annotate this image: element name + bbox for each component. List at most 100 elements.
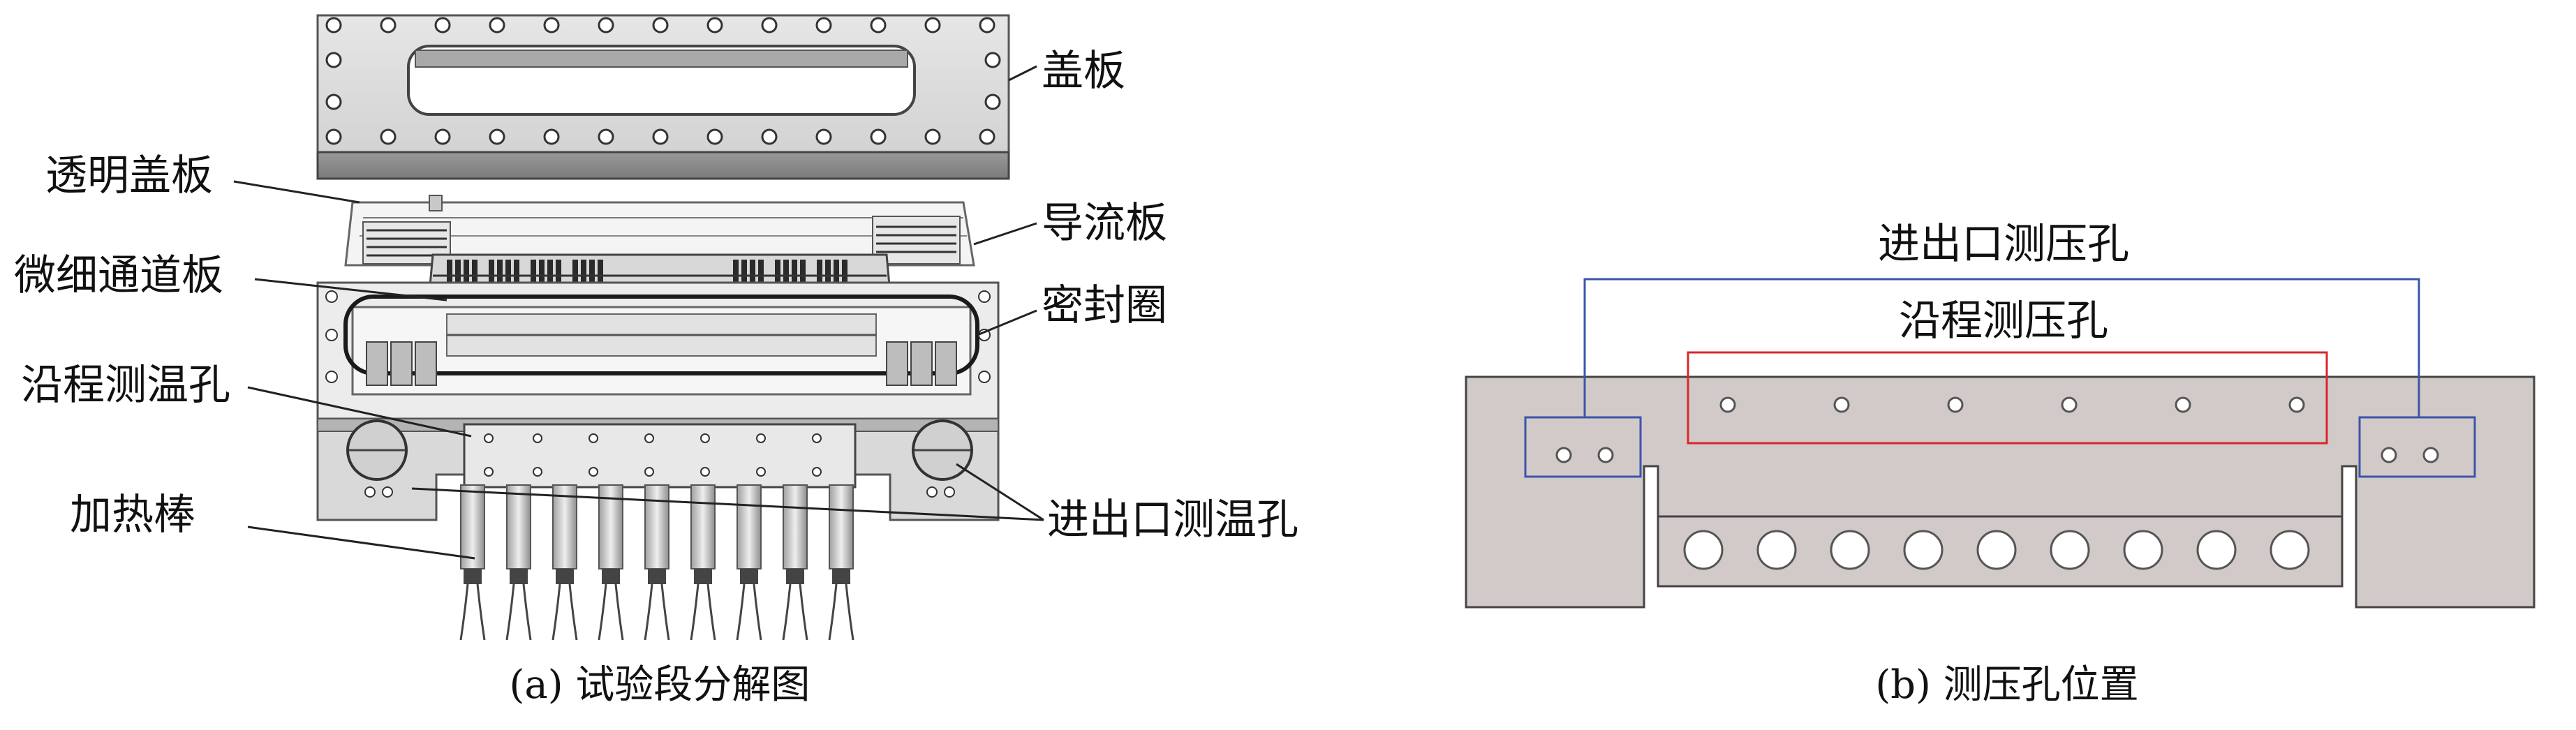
panel-a-drawing: 盖板 透明盖板 导流板 微细通道板 密封圈 沿程测温孔 加热棒 进出口测温孔 (… [14, 14, 1298, 708]
bolt-hole [924, 128, 941, 145]
along-pressure-hole [1947, 396, 1964, 413]
temp-hole [644, 433, 654, 443]
left-channel-group [366, 341, 437, 386]
bolt-hole [325, 52, 342, 68]
label-microchannel-plate: 微细通道板 [14, 251, 223, 300]
along-pressure-box [1687, 351, 2328, 445]
temp-hole [812, 467, 822, 477]
flow-guide-plate [362, 216, 961, 265]
heating-rod [782, 484, 808, 641]
bolt-hole [598, 17, 614, 33]
inout-pressure-bracket [1583, 278, 2420, 417]
heater-hole [1830, 530, 1870, 570]
bolt-hole [761, 128, 778, 145]
bolt-hole [325, 94, 342, 110]
bolt-hole [380, 17, 397, 33]
bolt-hole [815, 17, 832, 33]
label-flow-guide-plate: 导流板 [1042, 199, 1167, 248]
along-pressure-hole [1719, 396, 1736, 413]
channel-block [489, 260, 519, 289]
inlet-pressure-box [1524, 416, 1642, 478]
guide-lines [367, 225, 956, 257]
base-bolts [325, 290, 991, 383]
heating-rod [505, 484, 532, 641]
bolt-hole [924, 17, 941, 33]
heating-rod [644, 484, 670, 641]
along-temp-hole-panel [463, 423, 857, 489]
channel-block [775, 260, 806, 289]
channel-blocks [447, 260, 847, 289]
temp-hole [589, 467, 598, 477]
cover-bolts [325, 17, 1001, 145]
temp-hole [644, 467, 654, 477]
heater-hole [1756, 530, 1797, 570]
along-pressure-hole [2175, 396, 2191, 413]
temp-hole [812, 433, 822, 443]
bolt-hole [489, 128, 505, 145]
caption-b: (b) 测压孔位置 [1875, 662, 2138, 708]
temp-hole [484, 467, 494, 477]
inlet-pressure-hole [1555, 447, 1572, 463]
bolt-hole [543, 128, 560, 145]
bolt-hole [652, 128, 669, 145]
outlet-pressure-box [2358, 416, 2476, 478]
heating-rod [736, 484, 762, 641]
bolt-hole [434, 128, 451, 145]
bolt-hole [761, 17, 778, 33]
label-transparent-cover: 透明盖板 [45, 151, 213, 200]
bolt-hole [489, 17, 505, 33]
leader-lines-a [233, 65, 1044, 560]
temp-hole [756, 467, 766, 477]
label-along-temp-holes: 沿程测温孔 [21, 361, 230, 410]
bolt-hole [598, 128, 614, 145]
heater-hole [2270, 530, 2310, 570]
base-block [316, 281, 1000, 420]
label-cover-plate: 盖板 [1042, 47, 1125, 96]
along-pressure-hole [2288, 396, 2305, 413]
heater-hole [2123, 530, 2163, 570]
temp-hole [533, 467, 542, 477]
bolt-hole [543, 17, 560, 33]
label-heating-rods: 加热棒 [70, 491, 195, 539]
caption-a: (a) 试验段分解图 [510, 662, 810, 708]
bolt-hole [325, 371, 338, 383]
heating-rod [459, 484, 486, 641]
bolt-hole [325, 128, 342, 145]
cover-plate [316, 14, 1010, 180]
bolt-hole [325, 17, 342, 33]
heater-hole [2050, 530, 2090, 570]
bolt-hole [870, 17, 887, 33]
bolt-hole [706, 128, 723, 145]
heater-hole [1976, 530, 2017, 570]
along-pressure-holes [1719, 396, 2305, 413]
channel-block [531, 260, 561, 289]
heating-rod [598, 484, 624, 641]
heater-hole [2196, 530, 2237, 570]
temp-hole [484, 433, 494, 443]
bolt-hole [325, 290, 338, 303]
bolt-hole [434, 17, 451, 33]
temp-hole [700, 433, 710, 443]
bolt-hole [380, 128, 397, 145]
heater-holes [1683, 530, 2310, 570]
bolt-hole [984, 94, 1001, 110]
temp-hole [700, 467, 710, 477]
temp-hole [756, 433, 766, 443]
label-inout-pressure-holes: 进出口测压孔 [1878, 220, 2129, 269]
right-channel-group [886, 341, 957, 386]
heating-rod [552, 484, 578, 641]
label-seal-ring: 密封圈 [1042, 281, 1167, 330]
inlet-pressure-hole [1597, 447, 1614, 463]
temp-hole [533, 433, 542, 443]
heater-block [316, 417, 1000, 521]
label-inout-temp-holes: 进出口测温孔 [1047, 496, 1298, 544]
bolt-hole [984, 52, 1001, 68]
bolt-hole [706, 17, 723, 33]
bolt-hole [978, 290, 991, 303]
outlet-pressure-hole [2422, 447, 2439, 463]
along-pressure-hole [2061, 396, 2078, 413]
temp-hole [589, 433, 598, 443]
label-along-pressure-holes: 沿程测压孔 [1899, 297, 2108, 345]
along-temp-holes [484, 433, 822, 477]
